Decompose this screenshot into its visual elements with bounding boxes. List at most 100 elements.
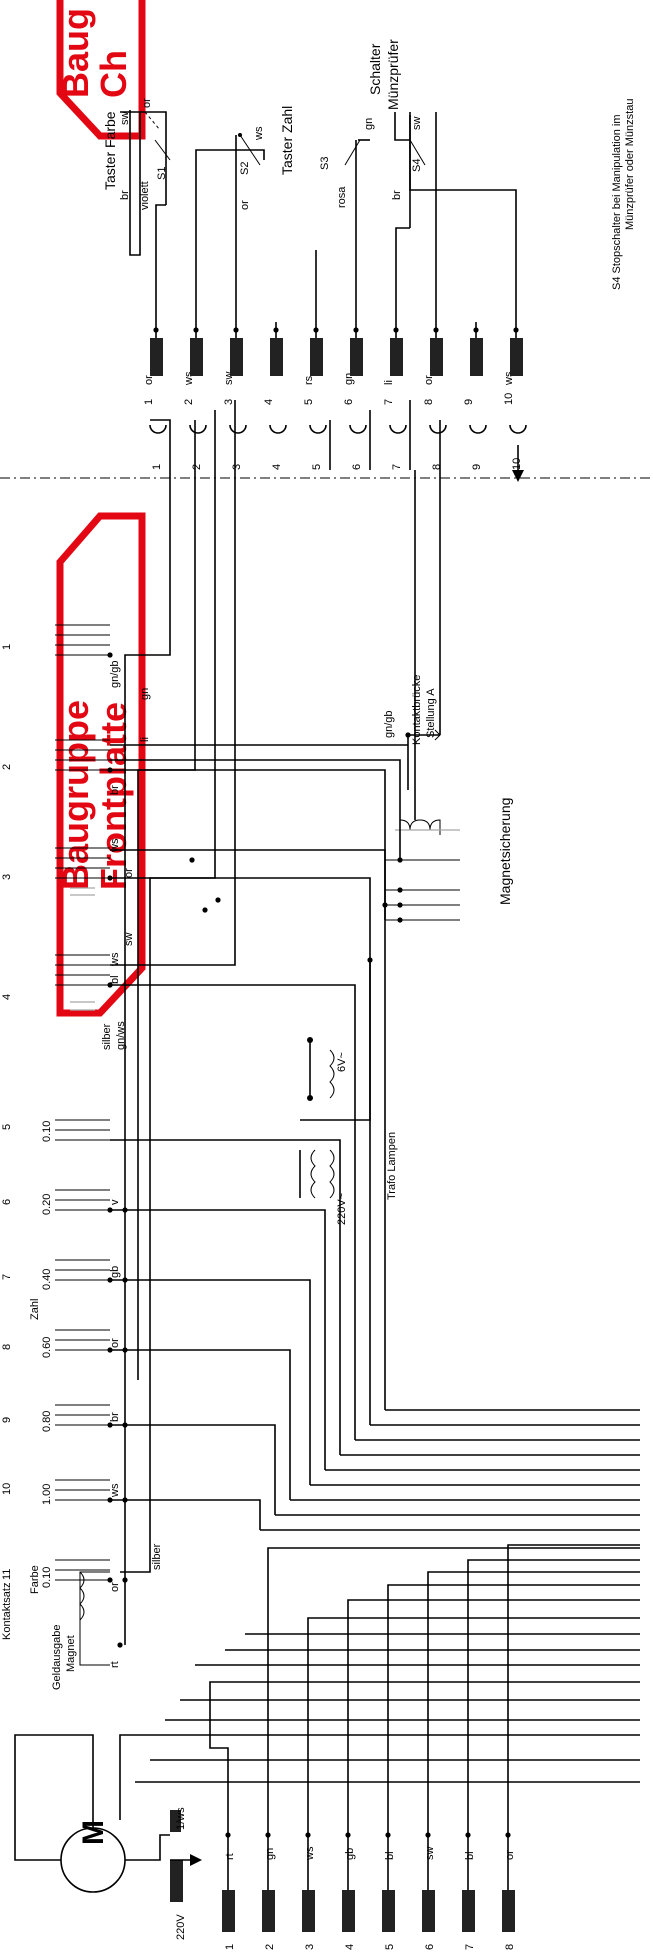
kontaktsatz-9: 9 xyxy=(1,1417,13,1423)
kontaktsatz-3: 3 xyxy=(1,874,13,880)
svg-text:1: 1 xyxy=(143,399,155,405)
motor-supply-label: 220V xyxy=(175,1914,187,1940)
kontaktsatz-8: 8 xyxy=(1,1344,13,1350)
chassis-wiring xyxy=(120,110,517,338)
bottom-pin-1: 1 xyxy=(224,1944,236,1950)
trafo-primary: 220V~ xyxy=(336,1193,348,1225)
svg-text:or: or xyxy=(143,375,155,385)
svg-text:7: 7 xyxy=(383,399,395,405)
lbl-gb-7: gb xyxy=(109,1266,121,1278)
value-020: 0.20 xyxy=(41,1194,53,1215)
chassis-pin-8: 8 xyxy=(431,464,443,470)
svg-text:or: or xyxy=(423,375,435,385)
bottom-pin-6: 6 xyxy=(424,1944,436,1950)
lbl-li-1: li xyxy=(139,737,151,742)
s1-wire-or: or xyxy=(141,98,153,108)
s4-label: S4 xyxy=(411,159,423,172)
kontaktsatz-11: 11 xyxy=(1,1569,13,1580)
chassis-pin-1: 1 xyxy=(151,464,163,470)
trafo-name: Trafo Lampen xyxy=(386,1132,398,1200)
wire-rt-geld: rt xyxy=(109,1661,121,1668)
s2-wire-or: or xyxy=(239,200,251,210)
banner-frontplatte-line2: Frontplatte xyxy=(93,702,134,890)
trafo-secondary: 6V~ xyxy=(336,1052,348,1072)
lbl-or-2: or xyxy=(123,868,135,878)
schalter-muenz-line1: Schalter xyxy=(367,43,383,95)
schalter-muenz-line2: Münzprüfer xyxy=(385,39,401,110)
banner-chassis: Baug Ch xyxy=(55,0,146,140)
motor: M xyxy=(60,1820,126,1893)
zahl-label: Zahl xyxy=(29,1299,41,1320)
bottom-wire-bl: bl xyxy=(384,1851,396,1860)
bruecke-line1: Kontaktbrücke xyxy=(411,675,423,745)
svg-text:4: 4 xyxy=(263,399,275,405)
kontaktsatz-2: 2 xyxy=(1,764,13,770)
svg-text:9: 9 xyxy=(463,399,475,405)
lbl-silber-4: silber xyxy=(101,1023,113,1050)
kontaktsatz-7: 7 xyxy=(1,1274,13,1280)
kontaktsatz-1: 1 xyxy=(1,644,13,650)
front-connector-wiring xyxy=(150,400,441,470)
value-010: 0.10 xyxy=(41,1121,53,1142)
bottom-connector-wiring xyxy=(209,1544,640,1890)
bottom-wire-ws: ws xyxy=(304,1846,316,1861)
geldausgabe-magnet: Geldausgabe Magnet xyxy=(51,1571,110,1690)
kontaktsatz-contacts xyxy=(55,624,110,1581)
switch-s3: S3 rosa gn xyxy=(319,118,375,208)
lbl-sw-3: sw xyxy=(123,933,135,947)
value-farbe-010: 0.10 xyxy=(41,1567,53,1588)
kontaktsatz-4: 4 xyxy=(1,994,13,1000)
svg-text:2: 2 xyxy=(183,399,195,405)
note-line2: Münzprüfer oder Münzstau xyxy=(624,99,636,230)
taster-farbe-name: Taster Farbe xyxy=(102,111,118,190)
svg-text:li: li xyxy=(383,380,395,385)
contact-wiring xyxy=(110,470,386,1530)
svg-text:8: 8 xyxy=(423,399,435,405)
chassis-pin-9: 9 xyxy=(471,464,483,470)
farbe-label: Farbe xyxy=(29,1565,41,1594)
s1-wire-br: br xyxy=(119,190,131,200)
s1-label: S1 xyxy=(156,167,168,180)
kontaktsatz-title: Kontaktsatz xyxy=(1,1583,13,1640)
bottom-wire-or: or xyxy=(504,1850,516,1860)
lbl-br-9: br xyxy=(109,1412,121,1422)
bottom-pin-7: 7 xyxy=(464,1944,476,1950)
contact-wire-labels: silber ws br or gb v silber gn/ws bl ws … xyxy=(101,660,163,1570)
s3-wire-rosa: rosa xyxy=(336,186,348,208)
front-socket-4: 4 xyxy=(263,399,287,434)
bottom-wire-sw: sw xyxy=(424,1847,436,1861)
lbl-silber-11: silber xyxy=(151,1543,163,1570)
chassis-pin-3: 3 xyxy=(231,464,243,470)
bus-lines xyxy=(119,1409,640,1820)
value-060: 0.60 xyxy=(41,1337,53,1358)
kontaktsatz-6: 6 xyxy=(1,1199,13,1205)
chassis-pin-7: 7 xyxy=(391,464,403,470)
chassis-pin-5: 5 xyxy=(311,464,323,470)
value-100: 1.00 xyxy=(41,1484,53,1505)
note-line1: S4 Stopschalter bei Manipulation im xyxy=(611,115,623,290)
front-socket-6: 6gn xyxy=(343,373,367,434)
front-socket-9: 9 xyxy=(463,399,487,434)
lbl-br-2: br xyxy=(109,785,121,795)
magnetsicherung: Magnetsicherung Kontaktbrücke Stellung A… xyxy=(382,675,513,923)
bruecke-wire-gngb: gn/gb xyxy=(383,710,395,738)
wire-or-geld: or xyxy=(109,1582,121,1592)
s4-wire-br: br xyxy=(391,190,403,200)
s2-wire-ws: ws xyxy=(253,126,265,141)
chassis-pin-10: 10 xyxy=(511,458,523,470)
bottom-wire-bl-2: bl xyxy=(464,1851,476,1860)
bottom-pin-5: 5 xyxy=(384,1944,396,1950)
chassis-pin-4: 4 xyxy=(271,464,283,470)
trafo-lampen: Trafo Lampen 220V~ 6V~ xyxy=(299,957,398,1225)
kontaktsatz-10: 10 xyxy=(1,1483,13,1495)
bottom-wire-rt: rt xyxy=(224,1853,236,1860)
lbl-ws-10: ws xyxy=(109,1483,121,1498)
s1-wire-sw: sw xyxy=(119,112,131,126)
svg-text:5: 5 xyxy=(303,399,315,405)
s1-wire-violett: violett xyxy=(139,181,151,210)
lbl-ws-3: ws xyxy=(109,952,121,967)
bottom-pin-8: 8 xyxy=(504,1944,516,1950)
bruecke-line2: Stellung A xyxy=(425,688,437,738)
value-040: 0.40 xyxy=(41,1269,53,1290)
